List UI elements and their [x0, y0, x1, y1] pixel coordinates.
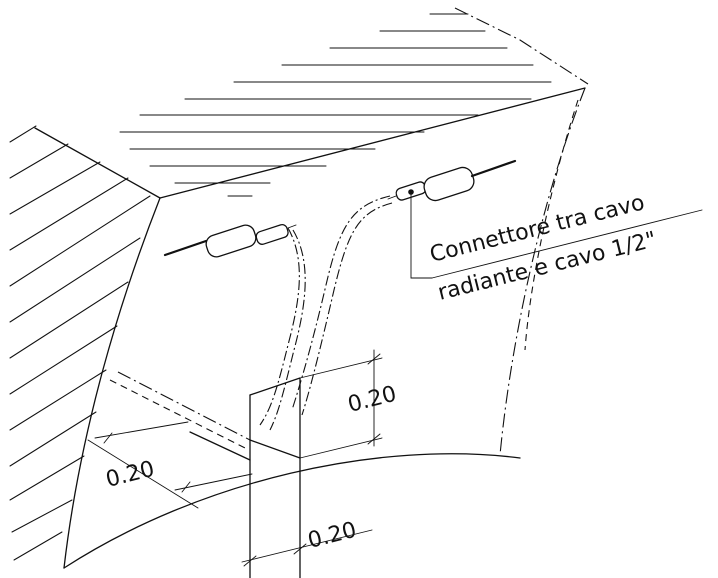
left-connector [163, 223, 297, 258]
left-wall-edge [63, 197, 161, 569]
floor-edge [63, 453, 521, 569]
left-wall-hatching [9, 125, 151, 561]
right-wall-dashed-edge [524, 99, 579, 351]
dimension-bottom-label: 0.20 [305, 518, 359, 554]
top-wall-edges [34, 7, 589, 199]
dimension-left-label: 0.20 [103, 457, 157, 493]
top-wall-hatching [119, 13, 552, 197]
right-connector [387, 159, 517, 202]
dimension-vertical-label: 0.20 [345, 382, 399, 418]
floor-niche [109, 371, 301, 578]
dimension-vertical [299, 349, 383, 459]
dimension-bottom [241, 529, 373, 567]
connector-leader-line [408, 189, 703, 279]
dimension-left [87, 421, 253, 509]
